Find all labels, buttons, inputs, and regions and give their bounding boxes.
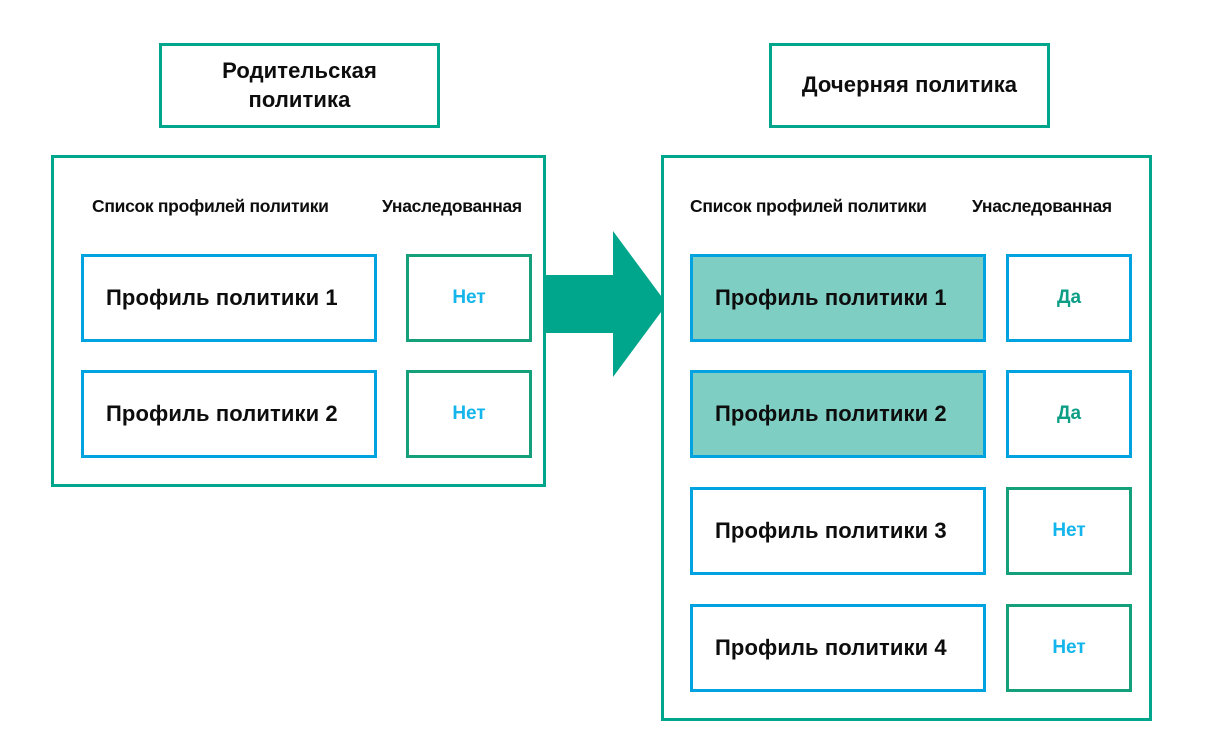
table-row: Профиль политики 2 Нет bbox=[81, 370, 532, 458]
table-row: Профиль политики 1 Нет bbox=[81, 254, 532, 342]
parent-policy-title-text: Родительская политика bbox=[222, 57, 377, 113]
parent-policy-title-line1: Родительская bbox=[222, 58, 377, 84]
child-profile-cell-4[interactable]: Профиль политики 4 bbox=[690, 604, 986, 692]
parent-profile-cell-2[interactable]: Профиль политики 2 bbox=[81, 370, 377, 458]
child-header-profiles: Список профилей политики bbox=[690, 196, 927, 216]
parent-policy-title-line2: политика bbox=[248, 86, 351, 112]
parent-inherited-cell-2[interactable]: Нет bbox=[406, 370, 532, 458]
parent-header-profiles: Список профилей политики bbox=[92, 196, 329, 216]
row-gap bbox=[377, 298, 406, 299]
parent-policy-title-box: Родительская политика bbox=[159, 43, 440, 128]
row-gap bbox=[986, 298, 1006, 299]
child-policy-panel: Список профилей политики Унаследованная … bbox=[661, 155, 1152, 721]
child-inherited-cell-4[interactable]: Нет bbox=[1006, 604, 1132, 692]
right-block-arrow-icon bbox=[543, 231, 667, 377]
parent-profile-label-2: Профиль политики 2 bbox=[106, 401, 338, 426]
child-profile-label-4: Профиль политики 4 bbox=[715, 635, 947, 660]
child-profile-cell-3[interactable]: Профиль политики 3 bbox=[690, 487, 986, 575]
child-policy-title-box: Дочерняя политика bbox=[769, 43, 1050, 128]
child-inherited-cell-2[interactable]: Да bbox=[1006, 370, 1132, 458]
child-inherited-cell-3[interactable]: Нет bbox=[1006, 487, 1132, 575]
parent-header-inherited: Унаследованная bbox=[382, 196, 522, 216]
row-gap bbox=[986, 531, 1006, 532]
parent-column-headers: Список профилей политики Унаследованная bbox=[92, 196, 532, 217]
table-row: Профиль политики 3 Нет bbox=[690, 487, 1132, 575]
row-gap bbox=[986, 414, 1006, 415]
child-header-inherited: Унаследованная bbox=[972, 196, 1112, 216]
child-profile-cell-2[interactable]: Профиль политики 2 bbox=[690, 370, 986, 458]
parent-policy-panel: Список профилей политики Унаследованная … bbox=[51, 155, 546, 487]
parent-inherited-cell-1[interactable]: Нет bbox=[406, 254, 532, 342]
child-profile-cell-1[interactable]: Профиль политики 1 bbox=[690, 254, 986, 342]
row-gap bbox=[986, 648, 1006, 649]
child-inherited-cell-1[interactable]: Да bbox=[1006, 254, 1132, 342]
child-profile-label-1: Профиль политики 1 bbox=[715, 285, 947, 310]
parent-profile-label-1: Профиль политики 1 bbox=[106, 285, 338, 310]
parent-profile-cell-1[interactable]: Профиль политики 1 bbox=[81, 254, 377, 342]
child-profile-label-3: Профиль политики 3 bbox=[715, 518, 947, 543]
child-profile-label-2: Профиль политики 2 bbox=[715, 401, 947, 426]
table-row: Профиль политики 4 Нет bbox=[690, 604, 1132, 692]
child-column-headers: Список профилей политики Унаследованная bbox=[690, 196, 1134, 217]
table-row: Профиль политики 1 Да bbox=[690, 254, 1132, 342]
child-policy-title-text: Дочерняя политика bbox=[801, 72, 1018, 98]
table-row: Профиль политики 2 Да bbox=[690, 370, 1132, 458]
row-gap bbox=[377, 414, 406, 415]
